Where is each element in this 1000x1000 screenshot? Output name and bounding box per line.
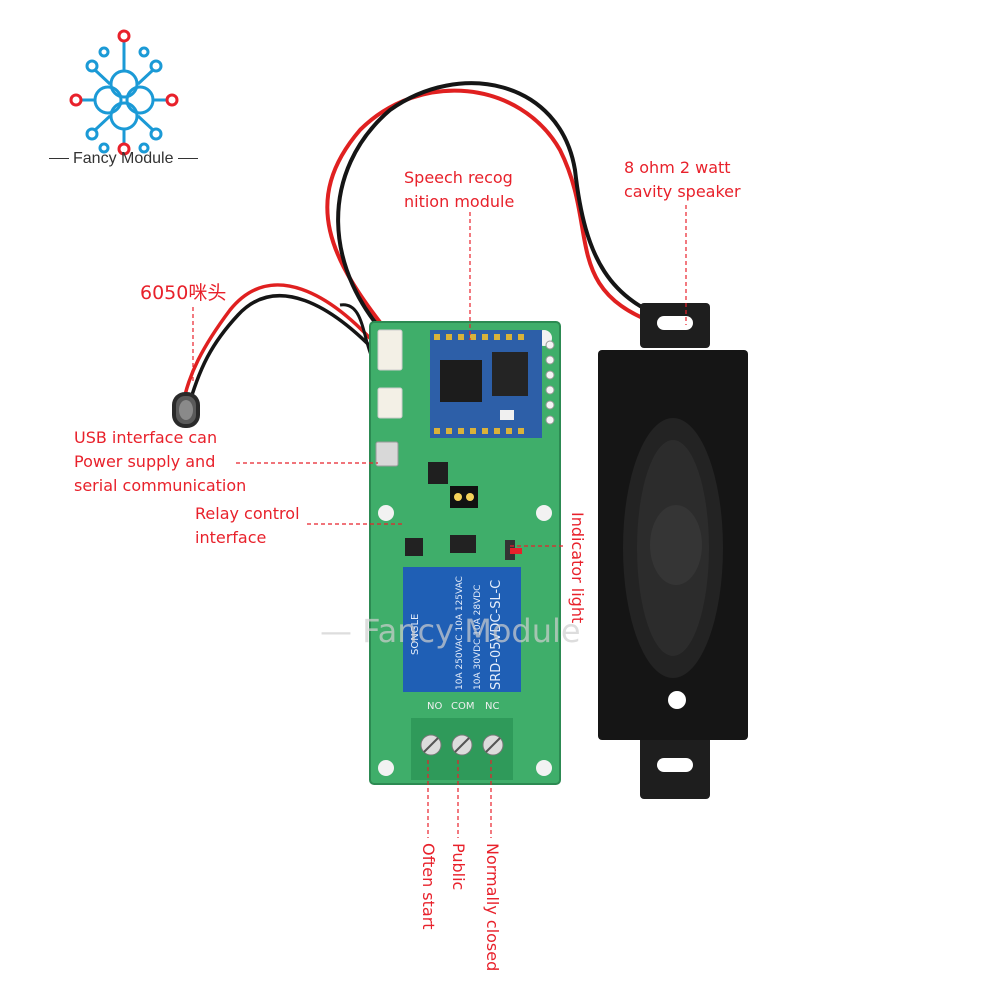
nc-terminal-callout: Normally closed (483, 843, 502, 972)
relay-model: SRD-05VDC-SL-C (489, 580, 504, 690)
terminal-label-com: COM (451, 701, 474, 712)
speaker-callout: 8 ohm 2 watt cavity speaker (624, 158, 741, 201)
relay-callout: Relay control interface (195, 504, 300, 547)
usb-callout: USB interface can Power supply and seria… (74, 428, 247, 495)
cavity-speaker (598, 303, 748, 799)
brand-name: Fancy Module (45, 150, 202, 168)
microphone-callout: 6050咪头 (140, 282, 227, 304)
terminal-block (411, 718, 513, 780)
speech-recognition-chip (430, 330, 555, 438)
relay-rating-2: 10A 30VDC 10A 28VDC (473, 585, 483, 690)
relay-rating-1: 10A 250VAC 10A 125VAC (455, 576, 465, 690)
no-terminal-callout: Often start (419, 843, 438, 930)
terminal-label-nc: NC (485, 701, 499, 712)
relay: SONGLE SRD-05VDC-SL-C 10A 250VAC 10A 125… (403, 567, 521, 692)
terminal-label-no: NO (427, 701, 442, 712)
speech-module-callout: Speech recog nition module (404, 168, 515, 211)
callout-leaders (192, 205, 687, 838)
com-terminal-callout: Public (449, 843, 468, 891)
microphone-capsule (172, 392, 200, 428)
watermark: — Fancy Module (320, 612, 581, 650)
relay-brand: SONGLE (410, 614, 421, 655)
indicator-callout: Indicator light (568, 512, 587, 624)
fancy-module-logo (69, 29, 179, 156)
